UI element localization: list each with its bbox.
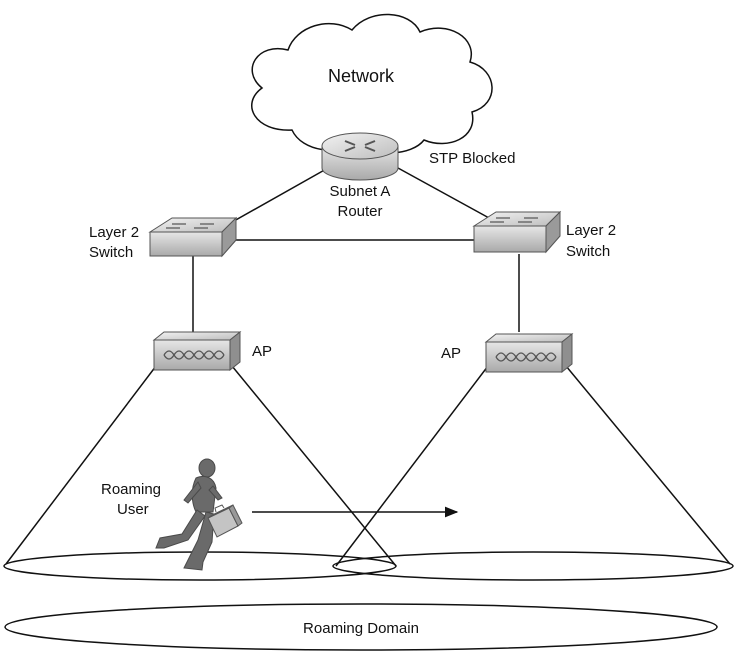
ap-right-label: AP xyxy=(441,345,461,362)
stp-blocked-label: STP Blocked xyxy=(429,150,515,167)
coverage-right-edge-b xyxy=(565,365,731,565)
coverage-right-edge-a xyxy=(335,365,489,567)
coverage-left-edge-b xyxy=(231,365,397,567)
switch-right-label-line1: Layer 2 xyxy=(566,222,616,239)
roaming-domain-label: Roaming Domain xyxy=(303,620,419,637)
roaming-user-label-line2: User xyxy=(117,501,149,518)
ap-left-label: AP xyxy=(252,343,272,360)
switch-left-icon xyxy=(148,216,238,258)
roaming-user-label-line1: Roaming xyxy=(101,481,161,498)
briefcase-icon xyxy=(207,504,243,538)
coverage-right-ellipse xyxy=(332,551,734,581)
router-label-line1: Subnet A xyxy=(330,183,391,200)
link-router-switch-right xyxy=(397,167,501,225)
coverage-areas xyxy=(5,365,731,567)
router-label-line2: Router xyxy=(337,203,382,220)
switch-left-label-line1: Layer 2 xyxy=(89,224,139,241)
running-person-icon xyxy=(155,458,223,571)
switch-right-label-line2: Switch xyxy=(566,243,610,260)
coverage-left-edge-a xyxy=(5,365,157,565)
network-cloud: Network xyxy=(251,13,493,154)
roaming-domain-ellipse xyxy=(4,603,718,651)
ap-left-icon xyxy=(152,330,242,372)
ap-right-icon xyxy=(484,332,574,374)
switch-left-label-line2: Switch xyxy=(89,244,133,261)
switch-right-icon xyxy=(472,210,562,254)
router-icon xyxy=(321,132,399,181)
network-label: Network xyxy=(328,66,395,86)
